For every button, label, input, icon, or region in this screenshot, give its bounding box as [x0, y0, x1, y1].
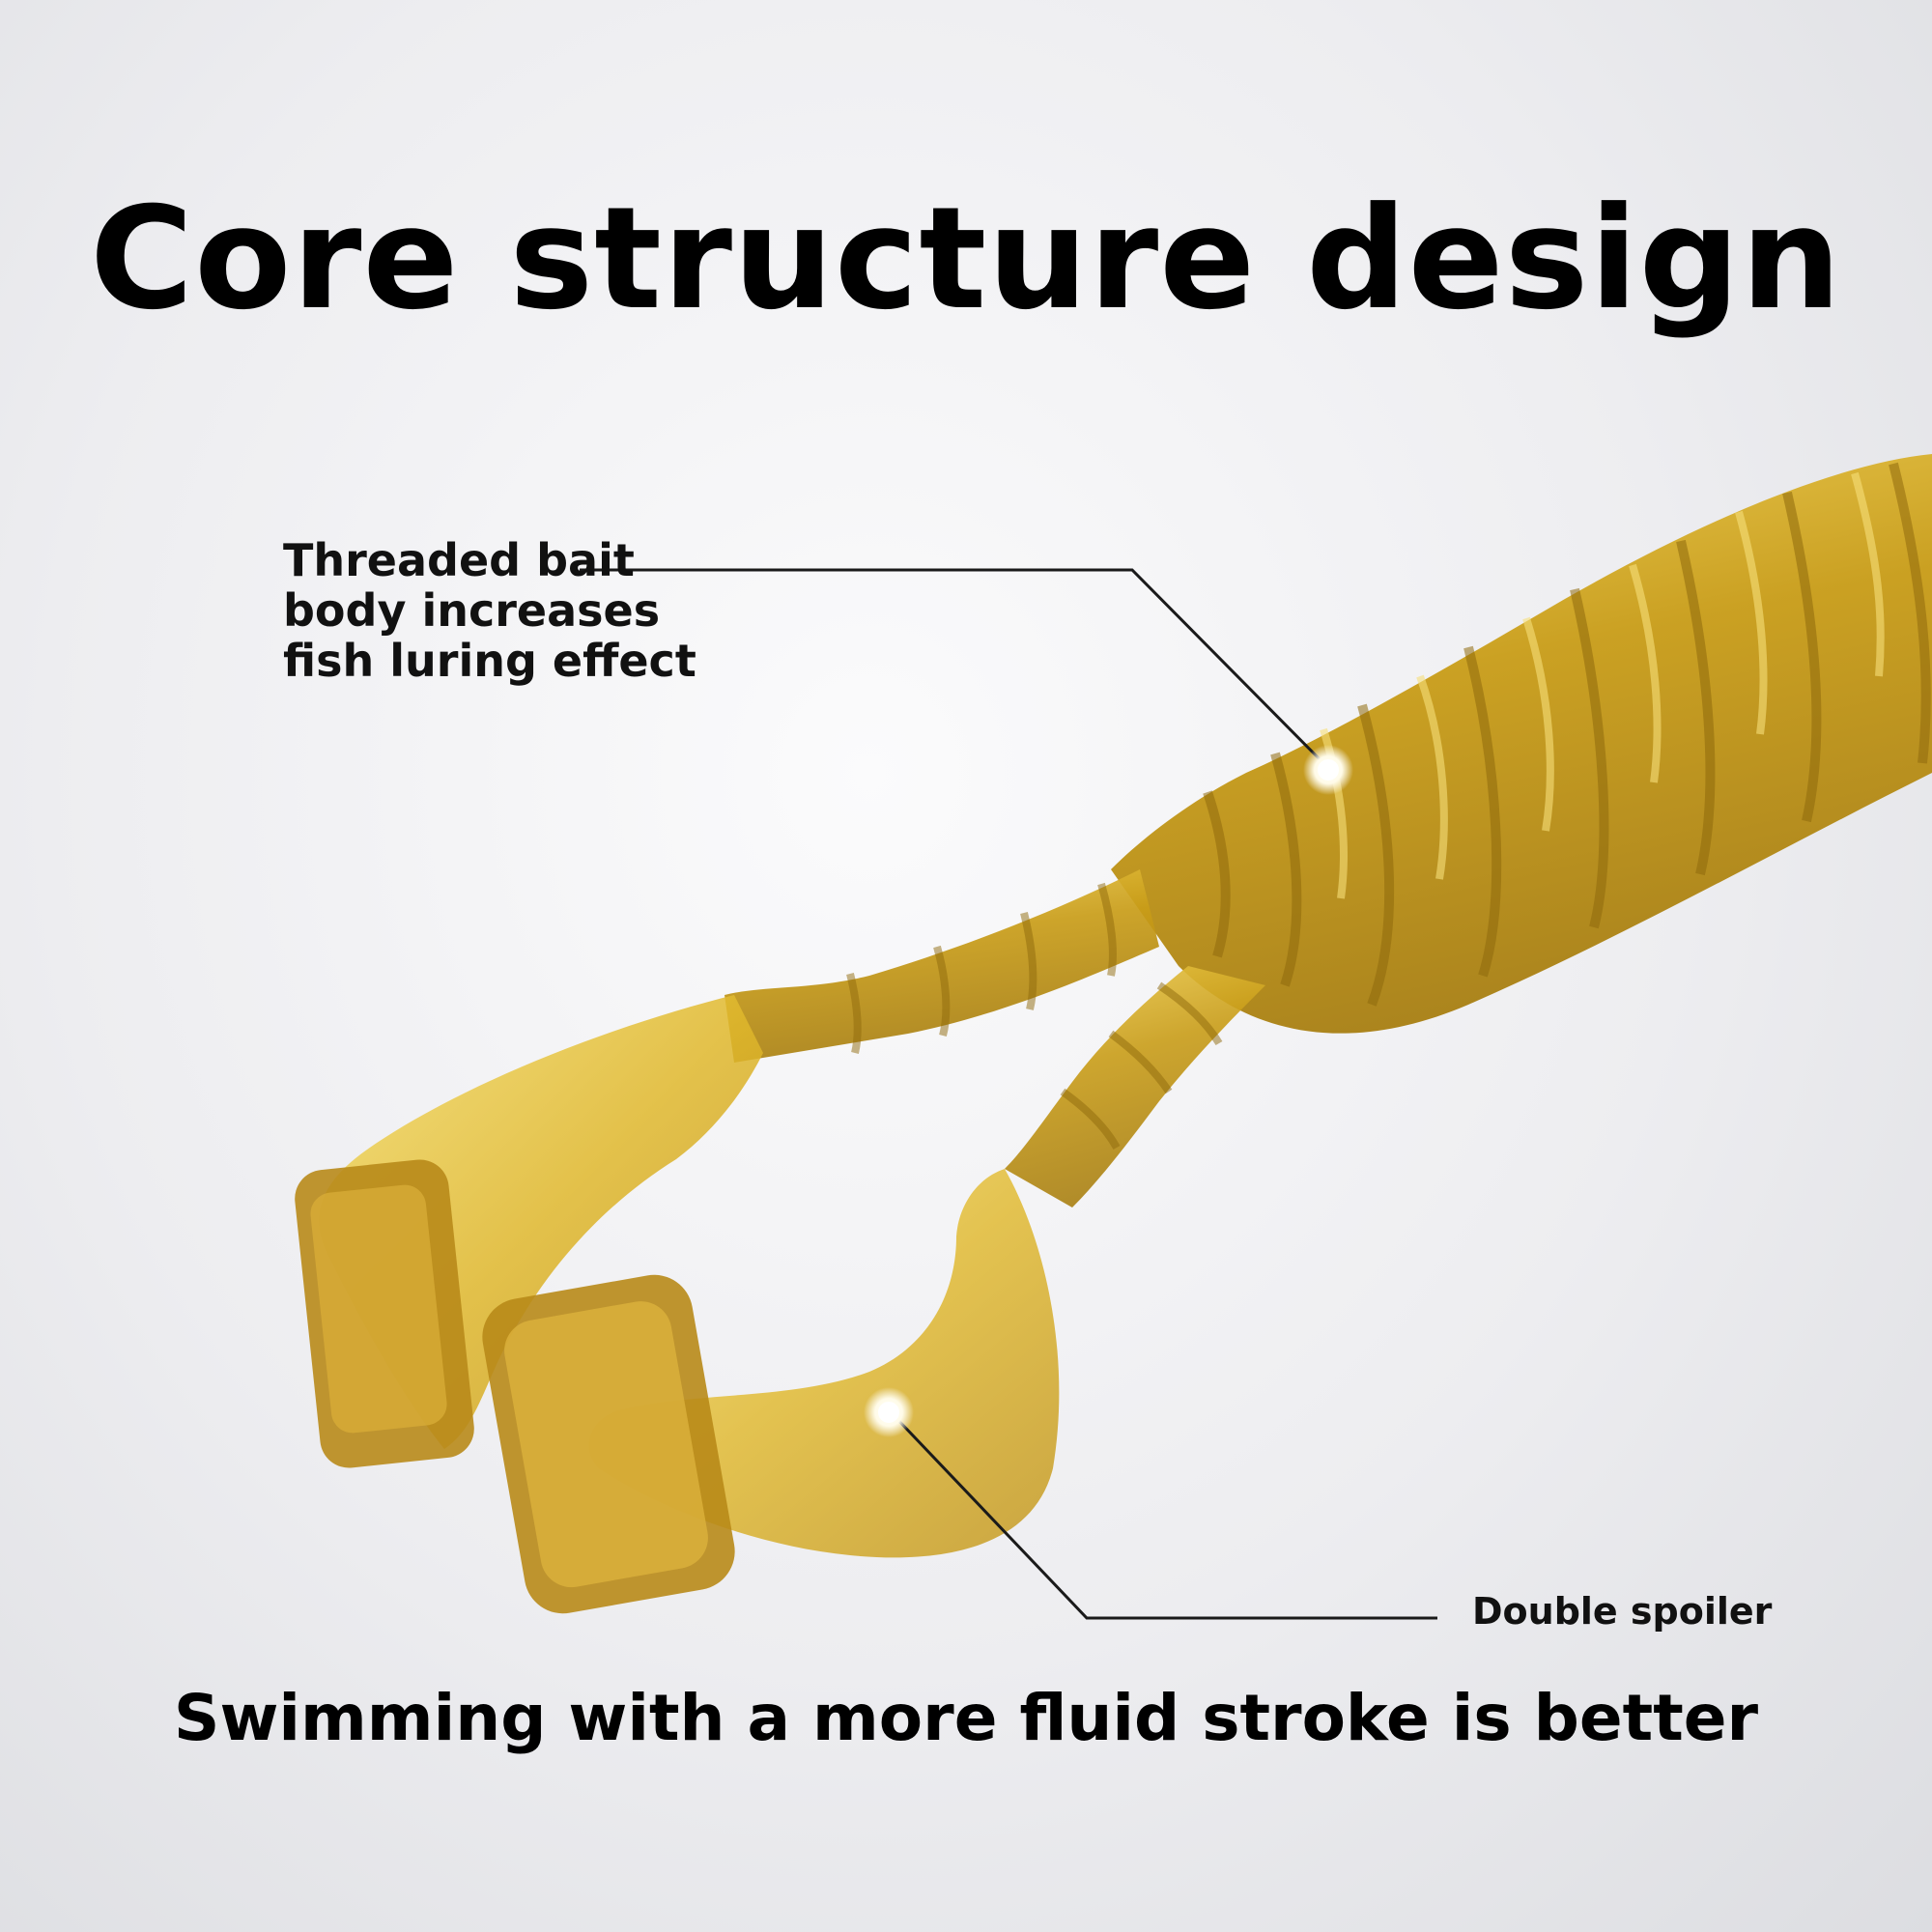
leader-line-spoiler: [892, 1413, 1437, 1620]
callout-double-spoiler: Double spoiler: [1472, 1590, 1773, 1633]
leader-line-threaded: [580, 568, 1330, 770]
lure-lower-arm: [1005, 966, 1265, 1208]
lure-body: [1111, 454, 1932, 1034]
callout-threaded-body: Threaded bait body increases fish luring…: [283, 535, 785, 686]
lure-right-tail: [482, 1169, 1060, 1614]
callout-line: fish luring effect: [283, 635, 696, 687]
callout-line: Threaded bait: [283, 534, 635, 586]
lure-upper-arm: [724, 869, 1159, 1063]
callout-line: body increases: [283, 584, 661, 637]
lure-left-tail: [295, 995, 763, 1468]
page-title: Core structure design: [90, 177, 1842, 341]
tagline: Swimming with a more fluid stroke is bet…: [173, 1681, 1759, 1755]
